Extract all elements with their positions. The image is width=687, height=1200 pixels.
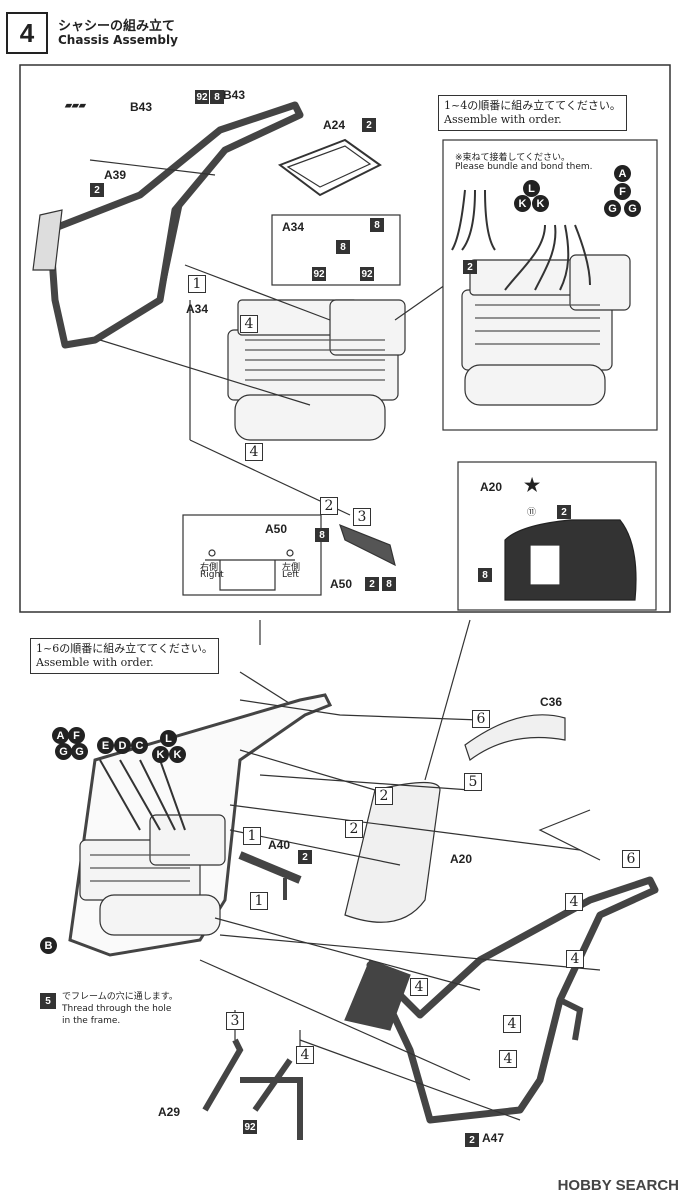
step-number: 4: [6, 12, 48, 54]
order-mark-4: 4: [410, 978, 428, 996]
paint-code-8: 8: [382, 577, 396, 591]
order-mark-1: 1: [243, 827, 261, 845]
part-label-a34-inset: A34: [282, 220, 305, 234]
side-right-en: Right: [200, 570, 224, 580]
order-mark-1: 1: [188, 275, 206, 293]
part-label-a24: A24: [323, 118, 346, 132]
paint-code-2: 2: [557, 505, 571, 519]
order-note-bottom: 1~6の順番に組み立ててください。 Assemble with order.: [30, 638, 219, 674]
part-label-a29: A29: [158, 1105, 181, 1119]
thread-note-en1: Thread through the hole: [62, 1004, 172, 1014]
page-title-en: Chassis Assembly: [58, 33, 178, 47]
paint-code-8: 8: [336, 240, 350, 254]
order-note-bottom-jp: 1~6の順番に組み立ててください。: [36, 642, 213, 655]
wire-letter-g: G: [604, 200, 621, 217]
part-label-c36: C36: [540, 695, 563, 709]
paint-code-92: 92: [195, 90, 209, 104]
part-label-a39: A39: [104, 168, 127, 182]
part-label-a20: A20: [450, 852, 473, 866]
wire-letter-k: K: [169, 746, 186, 763]
wire-letter-e: E: [97, 737, 114, 754]
order-note-bottom-en: Assemble with order.: [36, 656, 154, 669]
order-mark-2: 2: [345, 820, 363, 838]
order-note-top: 1~4の順番に組み立ててください。 Assemble with order.: [438, 95, 627, 131]
wire-letter-g: G: [55, 743, 72, 760]
paint-code-8: 8: [370, 218, 384, 232]
paint-code-8: 8: [478, 568, 492, 582]
order-mark-3: 3: [353, 508, 371, 526]
order-mark-1: 1: [250, 892, 268, 910]
order-mark-4: 4: [245, 443, 263, 461]
part-label-a34: A34: [186, 302, 209, 316]
page-title-jp: シャシーの組み立て: [58, 19, 176, 34]
paint-code-8: 8: [315, 528, 329, 542]
bundle-note-en: Please bundle and bond them.: [455, 162, 593, 172]
paint-code-92: 92: [243, 1120, 257, 1134]
part-label-a50: A50: [330, 577, 353, 591]
wire-letter-k: K: [152, 746, 169, 763]
wire-letter-f: F: [614, 183, 631, 200]
bundle-note-jp: ※束ねて接着してください。: [455, 153, 571, 163]
wire-letter-k: K: [514, 195, 531, 212]
wire-letter-a: A: [614, 165, 631, 182]
wire-letter-a: A: [52, 727, 69, 744]
order-mark-2: 2: [375, 787, 393, 805]
order-mark-5: 5: [464, 773, 482, 791]
paint-code-2: 2: [298, 850, 312, 864]
paint-code-8: 8: [210, 90, 224, 104]
wire-letter-f: F: [68, 727, 85, 744]
part-label-b43-small: B43: [130, 100, 153, 114]
order-mark-3: 3: [226, 1012, 244, 1030]
order-mark-4: 4: [566, 950, 584, 968]
order-mark-4: 4: [499, 1050, 517, 1068]
order-note-top-en: Assemble with order.: [444, 113, 562, 126]
wire-letter-b: B: [40, 937, 57, 954]
paint-code-92: 92: [312, 267, 326, 281]
paint-code-2: 2: [90, 183, 104, 197]
order-mark-4: 4: [240, 315, 258, 333]
part-label-a47: A47: [482, 1131, 505, 1145]
paint-code-11: ⑪: [527, 508, 537, 518]
glue-icon-b43: ▰▰▰: [65, 100, 86, 110]
paint-code-2: 2: [465, 1133, 479, 1147]
wire-letter-d: D: [114, 737, 131, 754]
side-left-jp: 左側: [282, 563, 301, 573]
part-label-b43: B43: [223, 88, 246, 102]
part-label-a20-detail: A20: [480, 480, 503, 494]
order-mark-4: 4: [296, 1046, 314, 1064]
wire-letter-g: G: [71, 743, 88, 760]
wire-letter-c: C: [131, 737, 148, 754]
wire-letter-l: L: [160, 730, 177, 747]
thread-note-en2: in the frame.: [62, 1016, 121, 1026]
wire-letter-l: L: [523, 180, 540, 197]
order-note-top-jp: 1~4の順番に組み立ててください。: [444, 99, 621, 112]
paint-code-2: 2: [362, 118, 376, 132]
order-mark-4: 4: [565, 893, 583, 911]
paint-code-2: 2: [463, 260, 477, 274]
watermark: HOBBY SEARCH: [557, 1177, 679, 1194]
side-left-en: Left: [282, 570, 299, 580]
part-label-a50-inset: A50: [265, 522, 288, 536]
order-mark-4: 4: [503, 1015, 521, 1033]
part-label-a40: A40: [268, 838, 291, 852]
wire-letter-k: K: [532, 195, 549, 212]
order-mark-2: 2: [320, 497, 338, 515]
paint-code-2: 2: [365, 577, 379, 591]
side-right-jp: 右側: [200, 563, 219, 573]
paint-code-5: 5: [40, 993, 56, 1009]
order-mark-6: 6: [622, 850, 640, 868]
paint-code-92: 92: [360, 267, 374, 281]
order-mark-6: 6: [472, 710, 490, 728]
wire-letter-g: G: [624, 200, 641, 217]
thread-note-jp: でフレームの穴に通します。: [62, 992, 178, 1002]
star-icon: ★: [524, 475, 541, 495]
